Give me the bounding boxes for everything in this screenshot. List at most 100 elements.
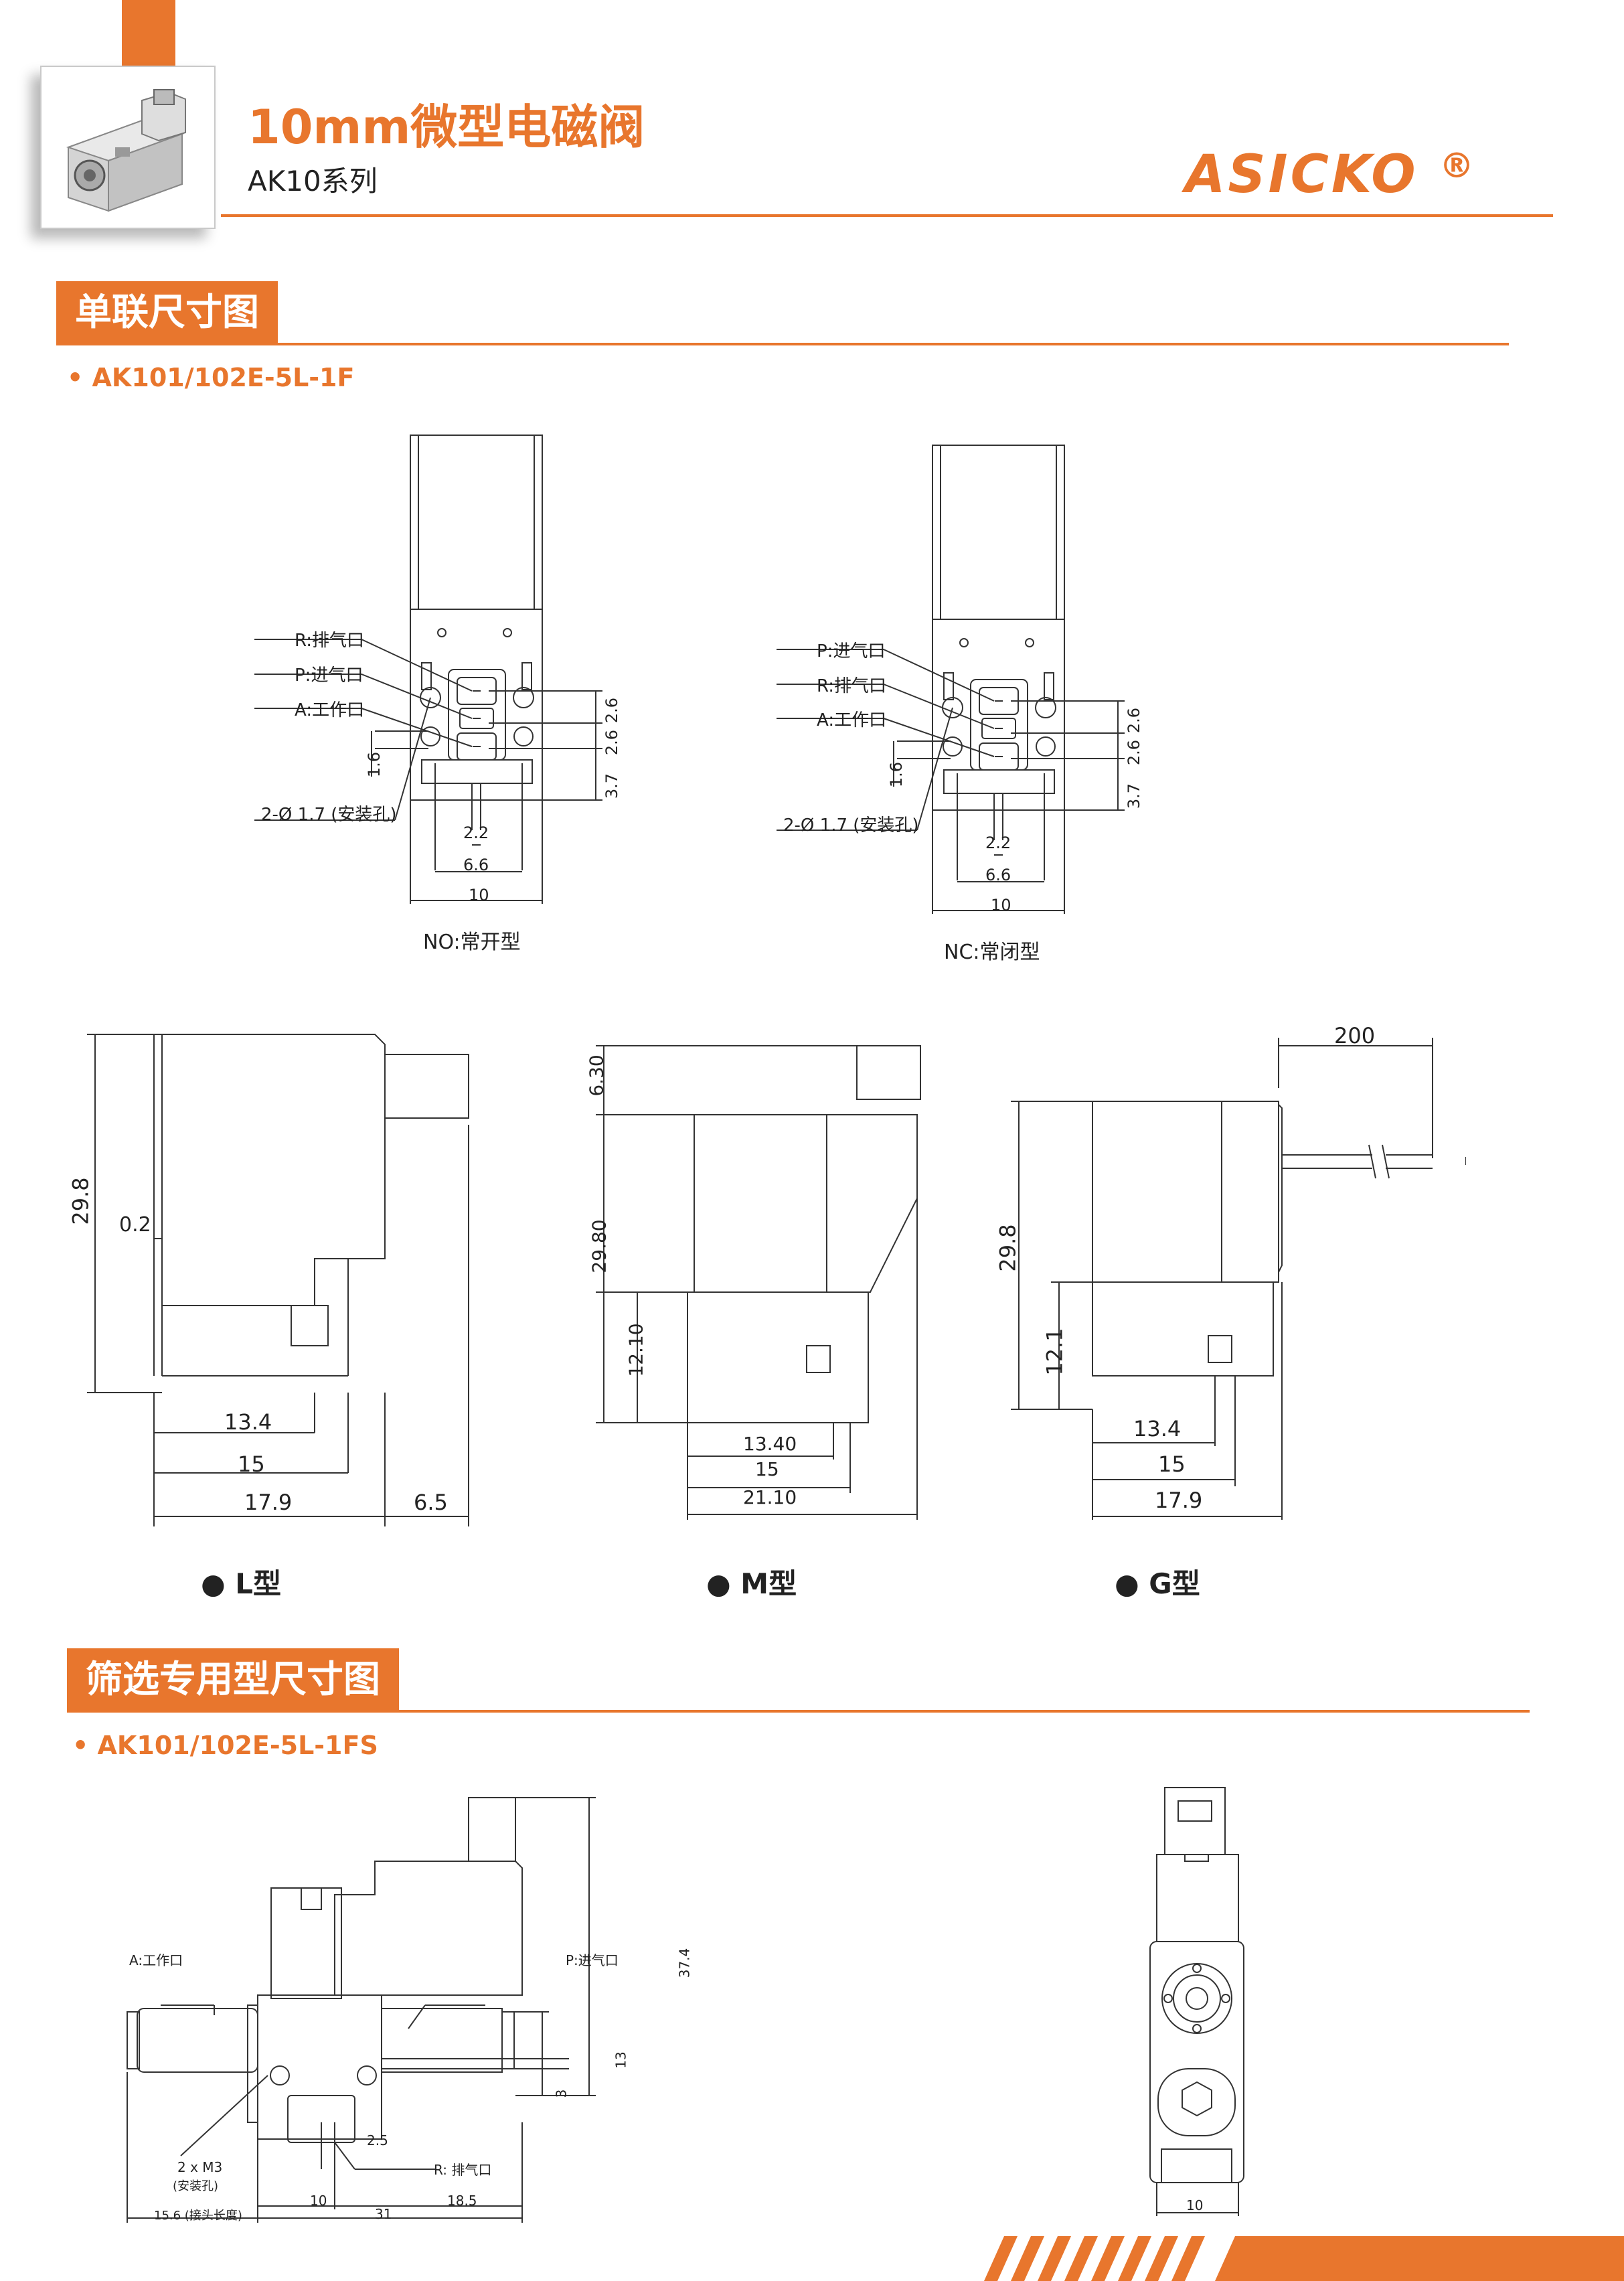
g-dim-w1: 13.4 [1133,1416,1182,1441]
brand-logo: ASICKO [1185,145,1418,205]
no-dim-r-p: 2.6 [602,697,622,724]
g-dim-w3: 17.9 [1155,1488,1203,1513]
footer-stripe-decoration [984,2236,1624,2281]
nc-coil-outline [932,445,1065,620]
l-dim-w4: 6.5 [414,1490,448,1515]
fs-p-port-fitting [381,2008,503,2073]
no-dim-p-a: 2.6 [602,729,622,756]
g-coil-body [1092,1101,1279,1283]
m-connector-head [856,1045,921,1100]
nc-dim-port-width: 2.2 [985,834,1011,852]
nc-dim-total-width: 10 [991,896,1011,915]
no-dim-a-bottom: 3.7 [602,773,622,799]
fs-dim-3: 3 [553,2089,570,2098]
nc-label-r-port: R:排气口 [817,676,887,696]
no-dim-hole-pitch: 6.6 [463,856,489,874]
fs-a-port-fitting [137,2008,258,2073]
fs-end-dim: 10 [1186,2197,1204,2213]
fs-end-body [1149,1941,1244,2183]
m-dim-w2: 15 [755,1458,779,1480]
top-accent-bar [122,0,175,67]
page-subtitle: AK10系列 [248,165,378,198]
fs-label-p-port: P:进气口 [566,1952,619,1968]
nc-dim-hole-pitch: 6.6 [985,866,1011,884]
fs-dim-18-5: 18.5 [447,2193,477,2209]
no-label-p-port: P:进气口 [295,665,363,686]
no-mount-hole-right [513,687,534,708]
g-type-label: ● G型 [1115,1567,1200,1600]
nc-mount-hole-right [1035,697,1056,718]
no-type-caption: NO:常开型 [423,931,521,954]
nc-type-front-view [777,445,1125,914]
l-dim-gap: 0.2 [119,1213,151,1237]
nc-type-caption: NC:常闭型 [944,941,1040,964]
m-dim-top: 6.30 [585,1054,608,1097]
fs-coil-body [334,1861,523,1996]
fs-label-r-port: R: 排气口 [434,2162,492,2178]
valve-thumbnail-image [66,89,186,212]
product-thumbnail [40,66,216,229]
page-title: 10mm微型电磁阀 [248,100,645,155]
g-dim-height: 29.8 [995,1224,1021,1272]
l-type-name: L型 [235,1567,282,1600]
m-dim-height: 29.80 [588,1219,611,1273]
m-type-name: M型 [740,1567,797,1600]
nc-label-a-port: A:工作口 [817,710,887,730]
l-dim-w3: 17.9 [244,1490,293,1515]
g-valve-base [1092,1281,1274,1377]
fs-side-view [127,1797,596,2223]
l-dim-w2: 15 [238,1451,265,1477]
l-type-side-view [87,1034,469,1526]
nc-dim-r-a: 2.6 [1125,739,1144,766]
section-divider-single [56,343,1509,345]
fs-dim-10: 10 [310,2193,327,2209]
l-type-label: ● L型 [201,1567,282,1600]
fs-label-mount: 2 x M3 [177,2159,223,2175]
m-dim-lower: 12.10 [625,1323,647,1377]
g-dim-cable: 200 [1334,1023,1376,1048]
no-body-outline [410,609,543,801]
nc-dim-a-bottom: 3.7 [1125,783,1144,809]
fs-label-a-port: A:工作口 [129,1952,183,1968]
l-coil-body [161,1034,386,1306]
section-divider-filter [67,1710,1530,1713]
no-dim-port-width: 2.2 [463,823,489,842]
nc-label-p-port: P:进气口 [817,641,886,661]
section-heading-single: 单联尺寸图 [56,281,278,343]
no-dim-hole-offset: 1.6 [365,751,384,778]
section-heading-filter: 筛选专用型尺寸图 [67,1648,400,1710]
no-label-r-port: R:排气口 [295,631,365,651]
no-label-mount-holes: 2-Ø 1.7 (安装孔) [261,805,397,825]
g-dim-w2: 15 [1158,1451,1186,1477]
no-dim-total-width: 10 [469,886,489,904]
no-type-front-view [254,435,602,904]
m-dim-w3: 21.10 [743,1486,797,1508]
model-number-single: • AK101/102E-5L-1F [67,363,355,392]
l-dim-height: 29.8 [68,1177,94,1225]
fs-dim-13: 13 [613,2051,629,2069]
nc-dim-p-r: 2.6 [1125,707,1144,734]
fs-label-joint-length: 15.6 (接头长度) [154,2209,242,2223]
m-valve-base [687,1291,869,1423]
fs-dim-height: 37.4 [676,1948,693,1978]
m-dim-w1: 13.40 [743,1433,797,1455]
fs-end-view [1149,1787,1244,2216]
m-type-side-view [596,1045,921,1520]
nc-dim-hole-offset: 1.6 [887,761,906,788]
g-type-side-view [1011,1038,1466,1520]
m-type-label: ● M型 [706,1567,797,1600]
l-dim-w1: 13.4 [224,1409,272,1435]
nc-port-r [981,718,1016,739]
header-divider [221,214,1553,217]
nc-body-outline [932,619,1065,811]
g-type-name: G型 [1149,1567,1200,1600]
m-coil-body [694,1114,918,1293]
fs-end-hex-socket [1182,2081,1212,2117]
fs-connector-head [468,1797,516,1862]
model-number-filter: • AK101/102E-5L-1FS [72,1731,378,1760]
l-connector [291,1305,329,1346]
fs-dim-31: 31 [375,2206,392,2222]
no-label-a-port: A:工作口 [295,700,365,720]
fs-label-mount-note: (安装孔) [173,2179,219,2193]
registered-mark: ® [1439,146,1474,186]
